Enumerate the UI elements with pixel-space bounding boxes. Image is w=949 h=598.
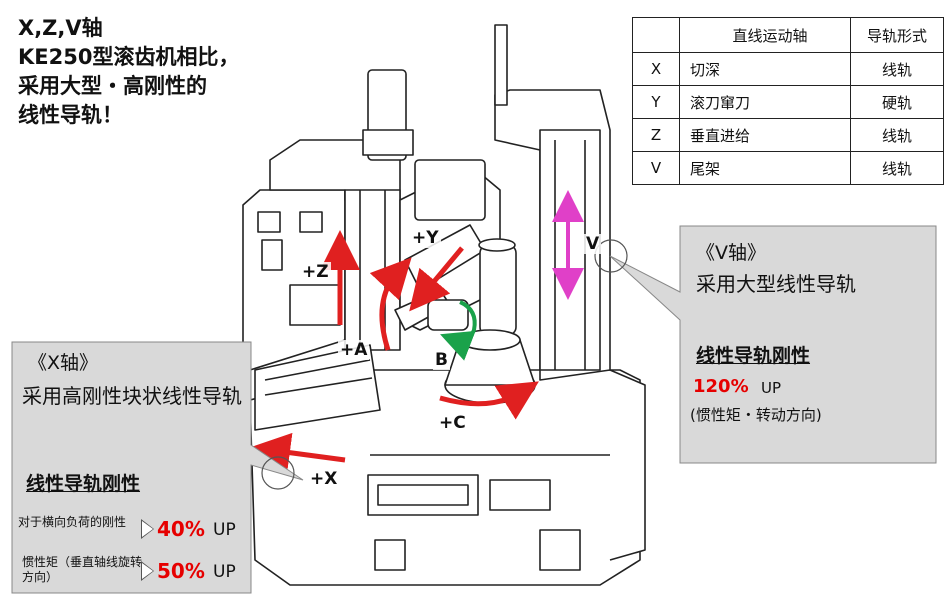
table-row: Z 垂直进给 线轨	[632, 118, 944, 152]
rail-cell: 线轨	[850, 151, 944, 185]
b-arrow	[440, 300, 477, 361]
v-callout-desc: 采用大型线性导轨	[696, 272, 856, 296]
y-arrow	[409, 246, 464, 312]
b-axis-label: B	[433, 350, 450, 370]
headline-line-3: 采用大型・高刚性的	[18, 74, 207, 98]
x-axis-label: +X	[308, 469, 340, 489]
rail-cell: 线轨	[850, 52, 944, 86]
v-callout-percent: 120%	[693, 376, 749, 397]
headline-line-4: 线性导轨！	[18, 103, 123, 127]
x-callout-item1-percent: 40%	[157, 517, 205, 541]
v-callout-note: (惯性矩・转动方向)	[690, 406, 822, 424]
x-callout-title: 《X轴》	[28, 352, 99, 374]
header-motion-axis: 直线运动轴	[679, 17, 851, 53]
v-callout-up: UP	[761, 379, 782, 397]
header-axis	[632, 17, 680, 53]
a-axis-label: +A	[338, 340, 370, 360]
headline-line-1: X,Z,V轴	[18, 16, 103, 40]
headline: X,Z,V轴 KE250型滚齿机相比， 采用大型・高刚性的 线性导轨！	[18, 14, 348, 130]
rail-cell: 线轨	[850, 118, 944, 152]
c-arrow	[439, 381, 539, 420]
x-callout-item1-label: 对于横向负荷的刚性	[18, 515, 127, 529]
rail-cell: 硬轨	[850, 85, 944, 119]
header-rail-type: 导轨形式	[850, 17, 944, 53]
c-axis-label: +C	[437, 413, 468, 433]
axis-table: 直线运动轴 导轨形式 X 切深 线轨 Y 滚刀窜刀 硬轨 Z 垂直进给 线轨 V…	[632, 17, 944, 185]
x-arrow	[250, 432, 346, 473]
axis-cell: Y	[632, 85, 680, 119]
triangle-icon	[142, 521, 153, 537]
triangle-icon	[142, 563, 153, 579]
table-row: Y 滚刀窜刀 硬轨	[632, 85, 944, 119]
name-cell: 垂直进给	[679, 118, 851, 152]
a-arrow	[369, 257, 412, 351]
axis-cell: Z	[632, 118, 680, 152]
axis-cell: V	[632, 151, 680, 185]
name-cell: 滚刀窜刀	[679, 85, 851, 119]
x-callout-rigidity: 线性导轨刚性	[26, 473, 141, 495]
v-callout-box	[609, 225, 937, 464]
name-cell: 切深	[679, 52, 851, 86]
headline-line-2: KE250型滚齿机相比，	[18, 45, 240, 69]
y-axis-label: +Y	[410, 228, 441, 248]
name-cell: 尾架	[679, 151, 851, 185]
x-callout-item1-up: UP	[213, 520, 236, 540]
v-axis-label: V	[584, 234, 602, 254]
axis-table-header: 直线运动轴 导轨形式	[632, 17, 944, 53]
table-row: X 切深 线轨	[632, 52, 944, 86]
axis-cell: X	[632, 52, 680, 86]
x-callout-box	[11, 341, 304, 594]
x-callout-item2-up: UP	[213, 562, 236, 582]
x-callout-item2-label: 惯性矩（垂直轴线旋转方向）	[22, 555, 143, 584]
x-callout-desc: 采用高刚性块状线性导轨	[22, 384, 242, 408]
v-callout-rigidity: 线性导轨刚性	[696, 345, 811, 367]
x-callout-item2-percent: 50%	[157, 559, 205, 583]
table-row: V 尾架 线轨	[632, 151, 944, 185]
v-callout-title: 《V轴》	[696, 242, 766, 264]
z-axis-label: +Z	[300, 262, 331, 282]
